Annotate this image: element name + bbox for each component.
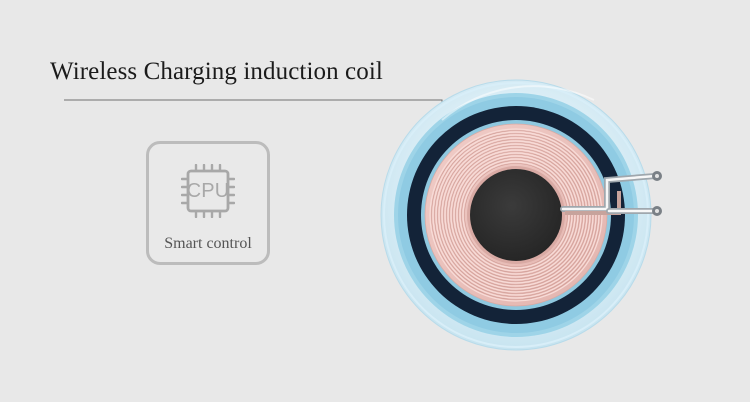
cpu-caption: Smart control	[164, 235, 252, 252]
cpu-chip-label: CPU	[186, 179, 230, 202]
cpu-chip-icon: CPU	[180, 163, 236, 219]
callout-label: Wireless Charging induction coil	[50, 58, 383, 85]
coil-lead-wires	[560, 171, 662, 216]
cpu-badge: CPU Smart control	[146, 141, 270, 265]
